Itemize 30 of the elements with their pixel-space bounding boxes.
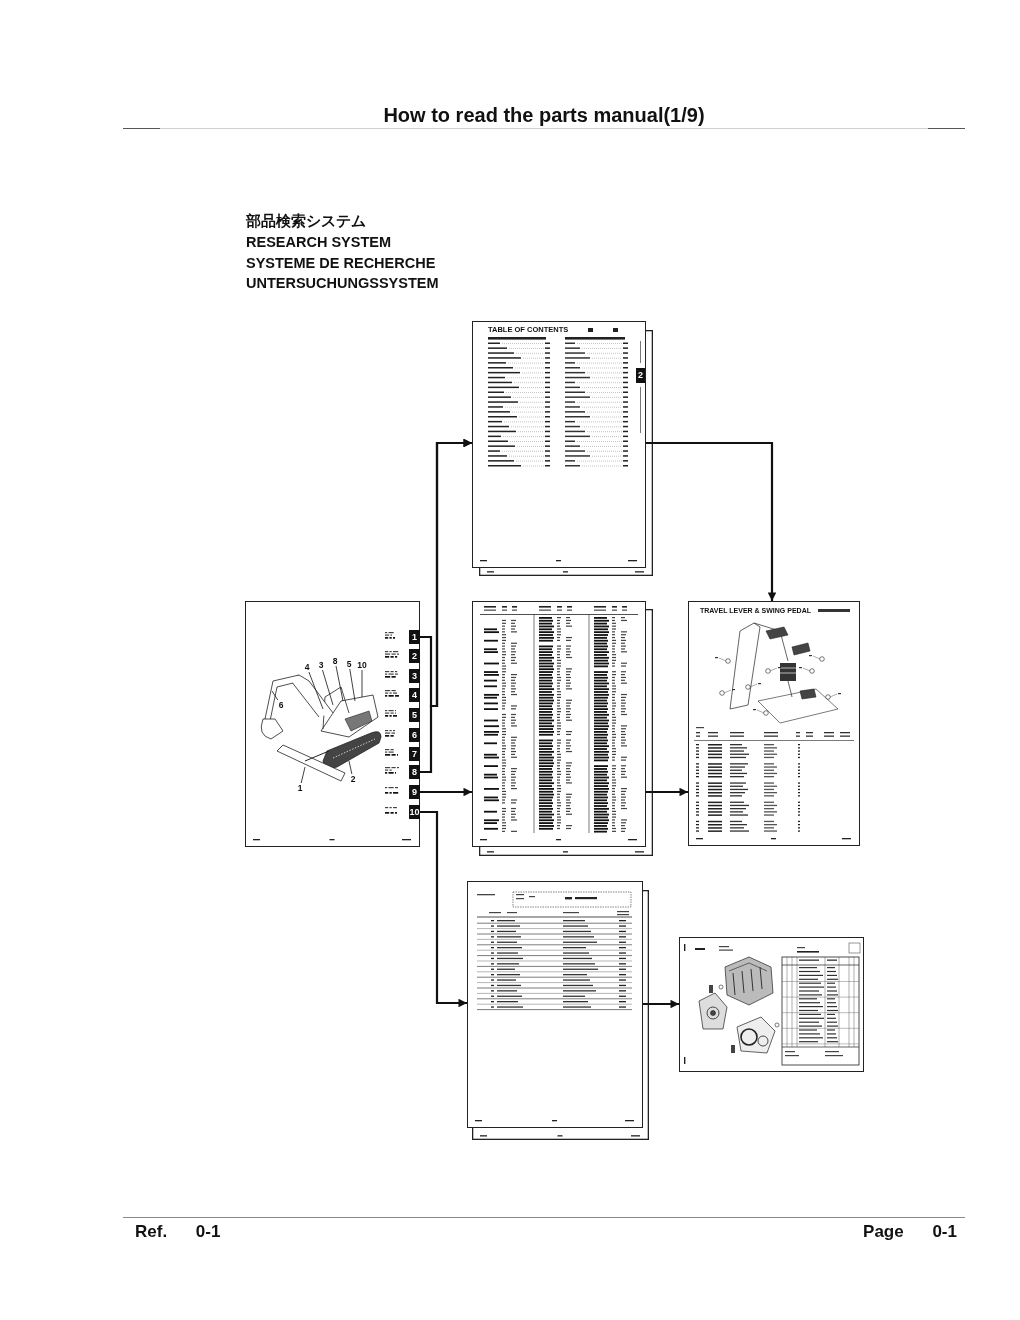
callout-number: 4	[301, 662, 313, 672]
section-tab: 10	[409, 805, 420, 819]
section-tab: 6	[409, 728, 420, 742]
heading-text: SYSTEME DE RECHERCHE	[246, 255, 436, 272]
arrow	[643, 999, 679, 1009]
heading-text: UNTERSUCHUNGSSYSTEM	[246, 275, 439, 292]
section-tab: 8	[409, 765, 420, 779]
heading-text: RESEARCH SYSTEM	[246, 234, 392, 251]
arrow	[646, 441, 777, 601]
callout-number: 10	[356, 660, 368, 670]
heading-text: 部品検索システム	[246, 213, 366, 230]
section-tab: 3	[409, 669, 420, 683]
section-tab: 5	[409, 708, 420, 722]
arrow	[646, 787, 688, 797]
arrow	[420, 787, 472, 797]
callout-number: 3	[315, 660, 327, 670]
arrow	[420, 438, 472, 774]
section-tab: 2	[409, 649, 420, 663]
section-tab: 1	[409, 630, 420, 644]
page-title: How to read the parts manual(1/9)	[382, 103, 706, 127]
callout-number: 1	[294, 783, 306, 793]
footer-text: Page 0-1	[863, 1222, 957, 1242]
section-tab: 4	[409, 688, 420, 702]
section-tab: 2	[636, 368, 645, 383]
arrow	[420, 810, 467, 1008]
callout-number: 5	[343, 659, 355, 669]
section-tab: 9	[409, 785, 420, 799]
callout-number: 8	[329, 656, 341, 666]
section-tab: 7	[409, 747, 420, 761]
footer-text: Ref. 0-1	[135, 1222, 221, 1242]
